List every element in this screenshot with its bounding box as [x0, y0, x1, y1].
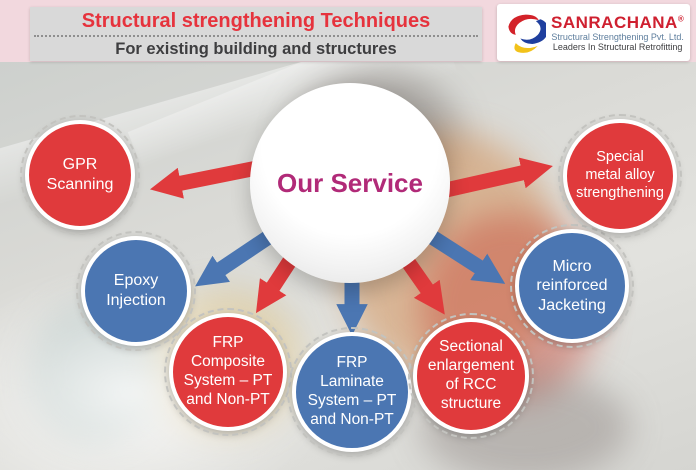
company-logo-text: SANRACHANA® Structural Strengthening Pvt… — [551, 13, 684, 52]
service-label: GPR Scanning — [46, 156, 114, 193]
service-label: FRP Laminate System – PT and Non-PT — [307, 354, 397, 428]
service-label: Sectional enlargement of RCC structure — [427, 338, 515, 412]
central-circle: Our Service — [250, 83, 450, 283]
service-bubble-frp-laminate: FRP Laminate System – PT and Non-PT — [287, 327, 417, 457]
service-label: Special metal alloy strengthening — [576, 149, 664, 201]
service-label: Micro reinforced Jacketing — [536, 257, 608, 314]
logo-swirl-icon — [508, 14, 546, 53]
service-bubble-special-metal-alloy: Special metal alloy strengthening — [558, 114, 682, 238]
company-logo: SANRACHANA® Structural Strengthening Pvt… — [497, 4, 690, 61]
company-tagline: Structural Strengthening Pvt. Ltd. — [551, 31, 684, 42]
page-title: Structural strengthening Techniques — [34, 7, 478, 37]
company-motto: Leaders In Structural Retrofitting — [552, 42, 683, 53]
registered-mark: ® — [677, 14, 685, 24]
service-label: FRP Composite System – PT and Non-PT — [183, 334, 273, 408]
arrow-to-special-metal-alloy — [444, 157, 553, 198]
service-bubble-epoxy-injection: Epoxy Injection — [76, 231, 196, 351]
service-label: Epoxy Injection — [106, 272, 166, 309]
company-name-text: SANRACHANA — [551, 12, 678, 32]
header-banner: Structural strengthening Techniques For … — [30, 7, 482, 61]
arrow-to-gpr-scanning — [149, 159, 264, 199]
service-bubble-sectional-enlargement: Sectional enlargement of RCC structure — [408, 313, 534, 439]
page-subtitle: For existing building and structures — [115, 40, 397, 58]
service-bubble-frp-composite: FRP Composite System – PT and Non-PT — [164, 308, 292, 436]
company-name: SANRACHANA® — [551, 13, 684, 32]
central-label: Our Service — [277, 167, 423, 198]
service-bubble-micro-reinforced-jacketing: Micro reinforced Jacketing — [510, 224, 634, 348]
service-bubble-gpr-scanning: GPR Scanning — [20, 115, 140, 235]
